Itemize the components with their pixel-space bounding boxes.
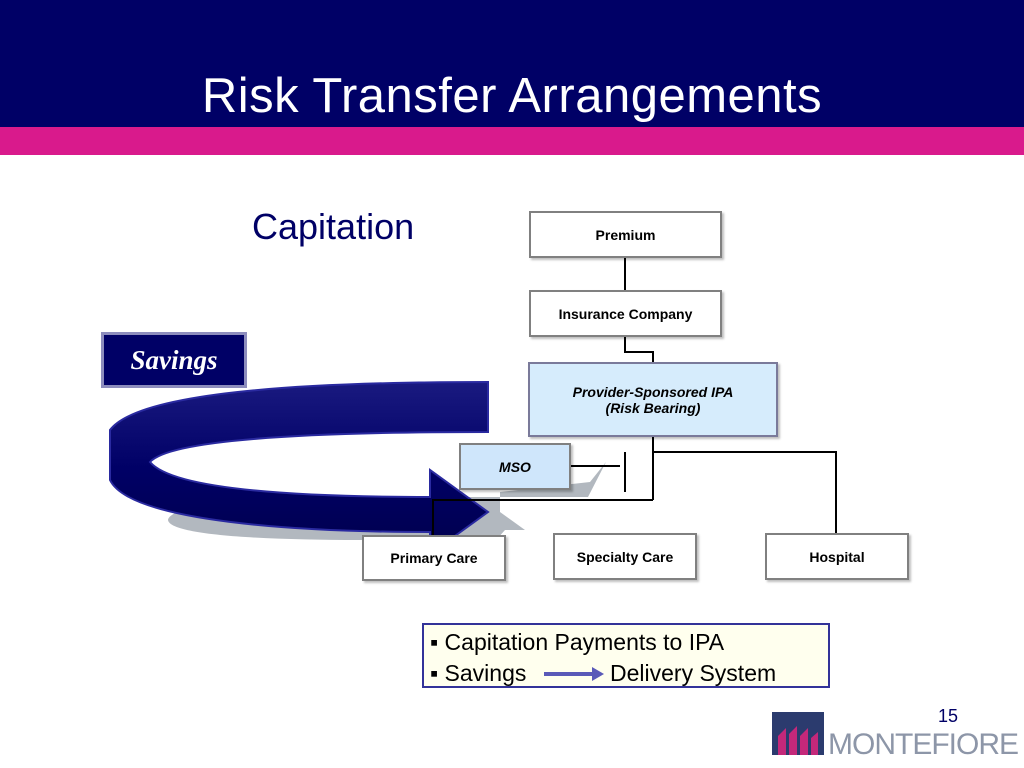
montefiore-building-icon bbox=[772, 712, 824, 755]
logo-wordmark: MONTEFIORE bbox=[828, 728, 1018, 756]
slide-title: Risk Transfer Arrangements bbox=[201, 69, 823, 123]
title-bar bbox=[0, 0, 1024, 127]
specialty-care-box: Specialty Care bbox=[553, 533, 697, 580]
hospital-box: Hospital bbox=[765, 533, 909, 580]
primary-care-box: Primary Care bbox=[362, 535, 506, 581]
mso-box: MSO bbox=[459, 443, 571, 490]
bullet-icon: ▪ bbox=[430, 629, 439, 655]
provider-ipa-box: Provider-Sponsored IPA (Risk Bearing) bbox=[528, 362, 778, 437]
insurance-company-box: Insurance Company bbox=[529, 290, 722, 337]
legend-item-2-right: Delivery System bbox=[610, 660, 777, 686]
montefiore-logo: MONTEFIORE bbox=[772, 712, 1018, 756]
legend-item-1-text: Capitation Payments to IPA bbox=[444, 629, 725, 655]
savings-label: Savings bbox=[101, 332, 247, 388]
title-accent-stripe bbox=[0, 127, 1024, 155]
page-number: 15 bbox=[938, 706, 959, 726]
savings-arrow bbox=[109, 380, 490, 556]
legend-item-2-left: Savings bbox=[444, 660, 527, 686]
ipa-label-line1: Provider-Sponsored IPA bbox=[572, 383, 734, 400]
premium-box: Premium bbox=[529, 211, 722, 258]
bullet-icon: ▪ bbox=[430, 660, 439, 686]
right-arrow-icon bbox=[544, 667, 604, 681]
subtitle: Capitation bbox=[252, 206, 415, 247]
org-connectors bbox=[432, 258, 837, 535]
legend-box: ▪ Capitation Payments to IPA ▪ Savings D… bbox=[422, 623, 830, 688]
legend-item-capitation: ▪ Capitation Payments to IPA bbox=[430, 627, 828, 658]
ipa-label-line2: (Risk Bearing) bbox=[605, 399, 701, 416]
legend-item-savings: ▪ Savings Delivery System bbox=[430, 658, 828, 689]
